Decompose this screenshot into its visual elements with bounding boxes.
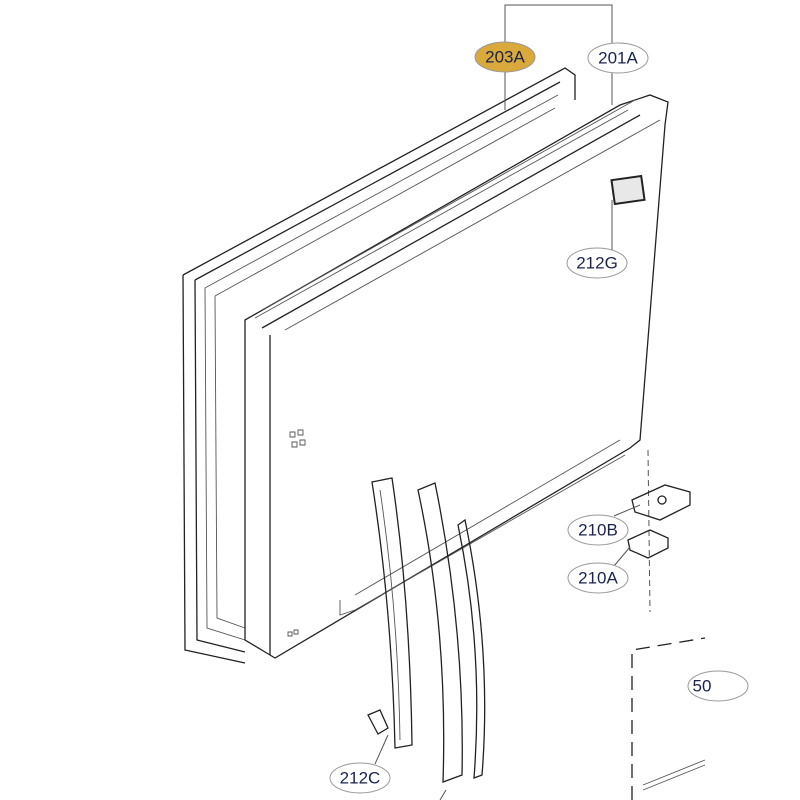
drawer-partial-part (631, 637, 706, 800)
door-badge-icon (610, 174, 646, 206)
callout-212C[interactable]: 212C (329, 762, 391, 794)
callout-201A[interactable]: 201A (587, 42, 649, 74)
callout-210A[interactable]: 210A (567, 562, 629, 594)
callout-label: 50 (693, 677, 712, 696)
callout-label: 201A (598, 49, 638, 68)
callout-212G[interactable]: 212G (566, 247, 628, 279)
callout-label: 212G (576, 254, 618, 273)
callout-203A[interactable]: 203A (474, 41, 536, 73)
callout-label: 210A (578, 569, 618, 588)
callout-label: 212C (340, 769, 381, 788)
callout-label: 210B (578, 521, 618, 540)
door-part (244, 94, 669, 659)
callout-label: 203A (485, 48, 525, 67)
hinge-parts (627, 449, 691, 613)
handle-part (367, 477, 486, 783)
gasket-part (182, 67, 576, 664)
callout-50[interactable]: 50 (687, 670, 749, 702)
callout-210B[interactable]: 210B (567, 514, 629, 546)
